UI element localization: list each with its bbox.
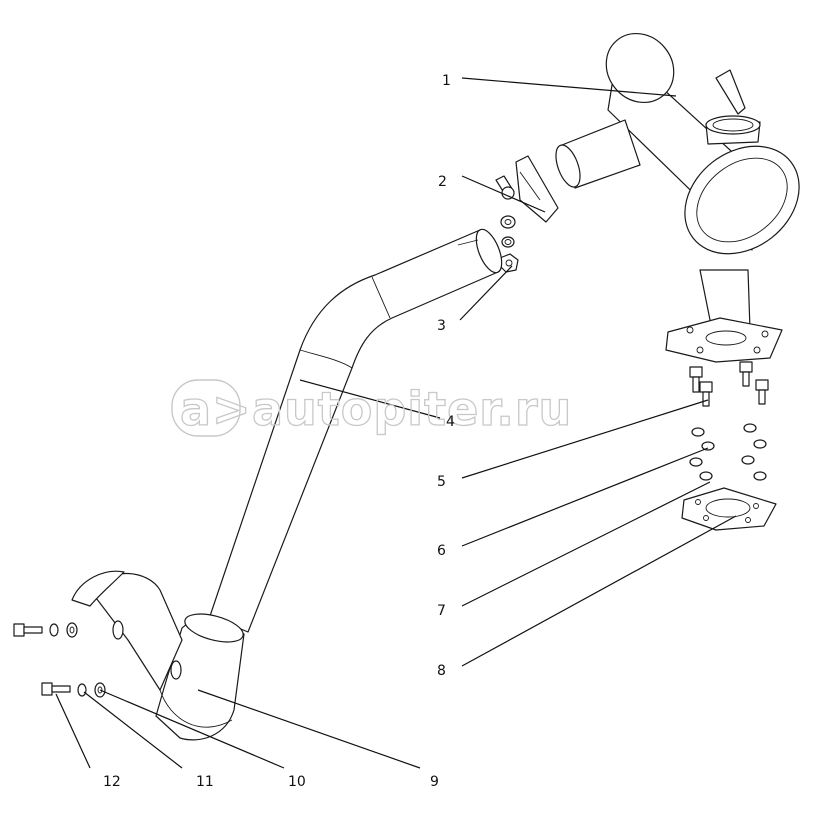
callout-12: 12 — [103, 774, 121, 790]
callout-1: 1 — [442, 73, 451, 89]
callout-9: 9 — [430, 774, 439, 790]
elbow-pipe-part — [71, 570, 245, 741]
watermark-logo-glyph: a> — [180, 382, 252, 436]
callout-3: 3 — [437, 318, 446, 334]
callout-8: 8 — [437, 663, 446, 679]
leader-lines — [55, 77, 737, 769]
watermark-text: autopiter.ru — [252, 382, 572, 436]
callout-5: 5 — [437, 474, 446, 490]
flange-fasteners — [681, 361, 777, 531]
clamp-part — [495, 155, 559, 273]
callout-2: 2 — [438, 174, 447, 190]
callout-4: 4 — [446, 414, 455, 430]
callout-10: 10 — [288, 774, 306, 790]
callout-7: 7 — [437, 603, 446, 619]
exhaust-pipe-part — [209, 228, 503, 633]
callout-11: 11 — [196, 774, 214, 790]
muffler-part — [555, 32, 800, 363]
callout-labels: 1 2 3 4 5 6 7 8 9 10 11 12 — [103, 73, 455, 790]
watermark-logo-badge — [171, 379, 241, 437]
lower-fasteners — [13, 622, 106, 698]
callout-6: 6 — [437, 543, 446, 559]
watermark: a> autopiter.ru — [171, 379, 572, 437]
